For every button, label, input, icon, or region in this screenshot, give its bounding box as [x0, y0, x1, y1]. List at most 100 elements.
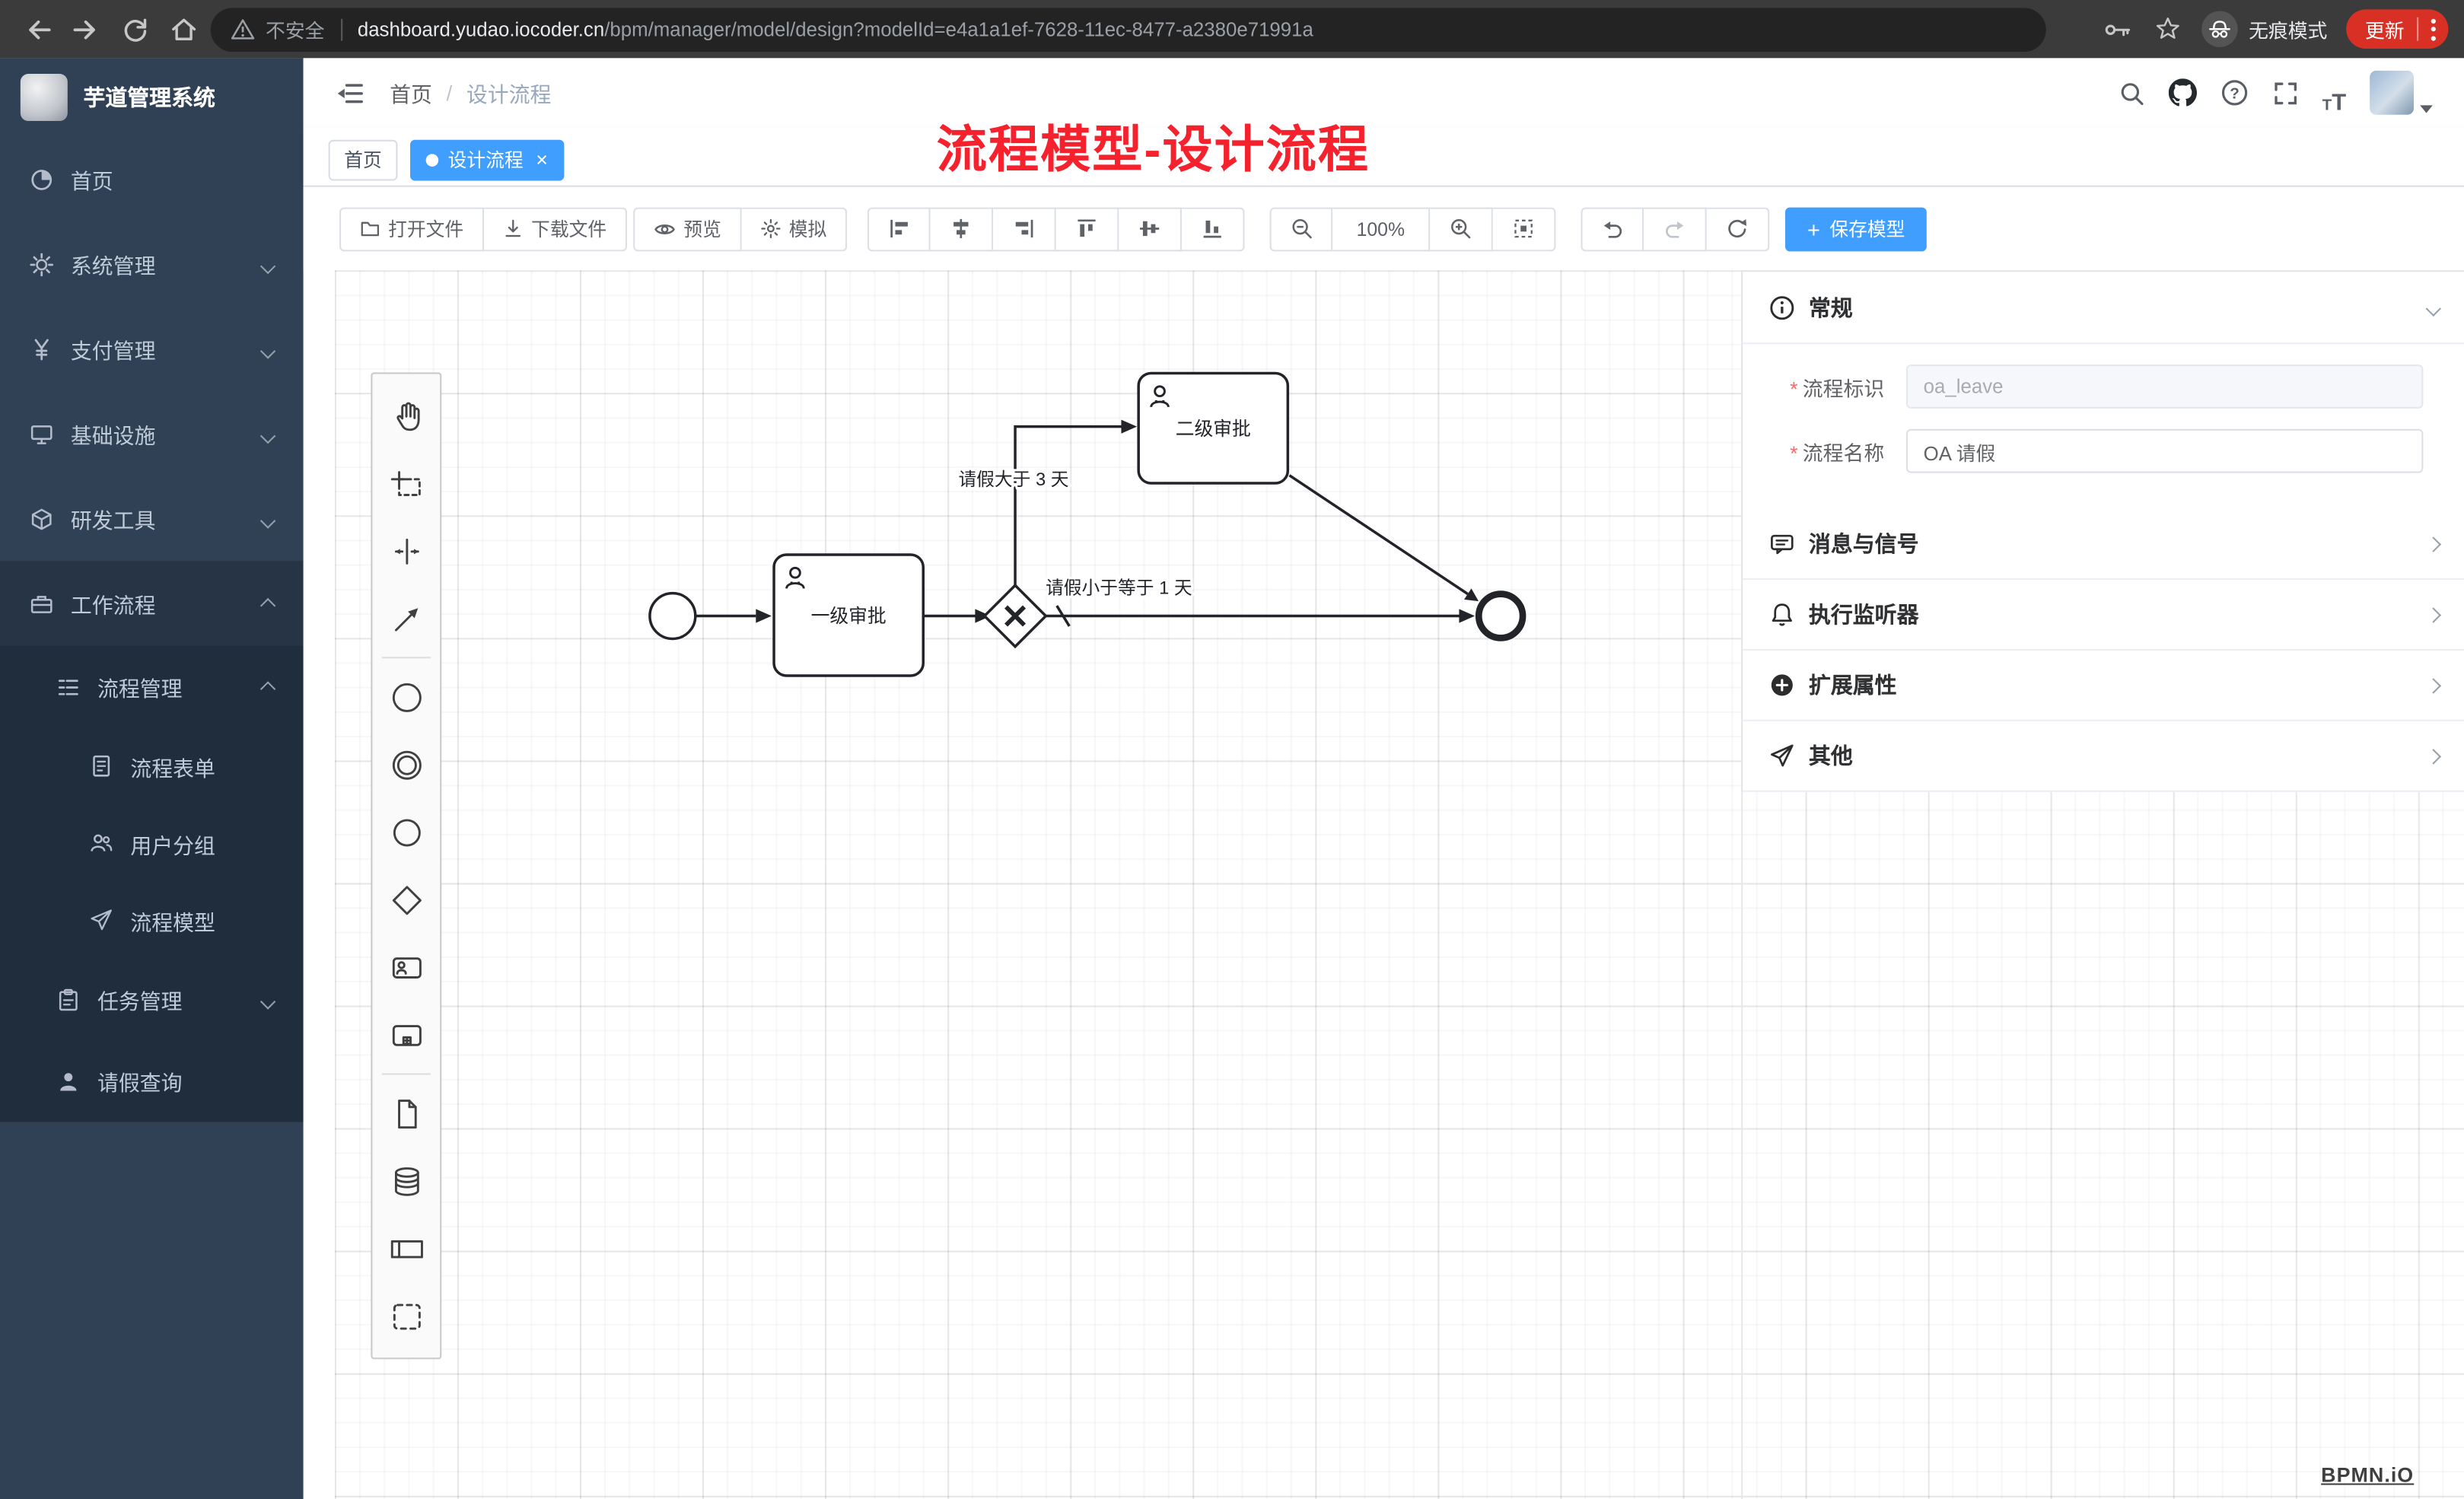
gear-icon [30, 252, 54, 276]
sidebar-item-leave-query[interactable]: 请假查询 [0, 1040, 304, 1122]
info-icon [1770, 295, 1794, 320]
preview-button[interactable]: 预览 [633, 206, 742, 251]
workflow-submenu: 流程管理 流程表单 用户分组 流程模型 任务管理 请假 [0, 645, 304, 1122]
search-icon[interactable] [2118, 71, 2144, 115]
tag-home[interactable]: 首页 [328, 138, 398, 180]
refresh-button[interactable] [1706, 206, 1770, 251]
process-name-input[interactable] [1905, 428, 2424, 473]
palette-space-tool[interactable] [372, 517, 440, 584]
download-icon [505, 219, 521, 237]
sidebar-item-infrastructure[interactable]: 基础设施 [0, 391, 304, 476]
svg-text:一级审批: 一级审批 [811, 606, 887, 627]
palette-data-object[interactable] [372, 1080, 440, 1147]
palette-hand-tool[interactable] [372, 382, 440, 450]
browser-back-button[interactable] [16, 8, 59, 50]
section-other[interactable]: 其他 [1743, 721, 2464, 792]
palette-intermediate-event[interactable] [372, 730, 440, 798]
sidebar-item-devtools[interactable]: 研发工具 [0, 476, 304, 562]
align-bottom-button[interactable] [1182, 206, 1245, 251]
sidebar-item-user-group[interactable]: 用户分组 [0, 804, 304, 882]
palette-user-task[interactable] [372, 934, 440, 1001]
sidebar-item-process-form[interactable]: 流程表单 [0, 727, 304, 805]
palette-data-store[interactable] [372, 1147, 440, 1215]
sidebar-item-task-management[interactable]: 任务管理 [0, 958, 304, 1041]
browser-forward-button[interactable] [65, 8, 107, 50]
palette-lasso-tool[interactable] [372, 450, 440, 517]
palette-gateway[interactable] [372, 866, 440, 934]
section-execution-listener[interactable]: 执行监听器 [1743, 580, 2464, 651]
bpmn-start-event[interactable] [648, 591, 697, 641]
sidebar-item-payment[interactable]: 支付管理 [0, 307, 304, 392]
browser-menu-icon[interactable] [2431, 18, 2436, 40]
download-file-button[interactable]: 下载文件 [484, 206, 628, 251]
palette-participant[interactable] [372, 1214, 440, 1282]
bpmn-io-watermark[interactable]: BPMN.iO [2321, 1462, 2415, 1487]
sidebar-item-process-management[interactable]: 流程管理 [0, 645, 304, 728]
close-icon[interactable]: × [536, 148, 548, 172]
browser-update-button[interactable]: 更新 [2346, 9, 2449, 49]
palette-global-connect-tool[interactable] [372, 584, 440, 652]
github-icon[interactable] [2168, 71, 2197, 115]
bookmark-star-icon[interactable] [2153, 7, 2182, 51]
bpmn-task-second-approval[interactable]: 二级审批 [1137, 371, 1290, 485]
undo-button[interactable] [1581, 206, 1644, 251]
palette-start-event[interactable] [372, 663, 440, 730]
browser-reload-button[interactable] [113, 8, 156, 50]
sidebar-item-process-model[interactable]: 流程模型 [0, 881, 304, 959]
bpmn-gateway-exclusive[interactable] [982, 583, 1048, 649]
sidebar-collapse-button[interactable] [335, 78, 365, 107]
palette-group[interactable] [372, 1282, 440, 1350]
tag-design-process[interactable]: 设计流程 × [410, 138, 564, 180]
sidebar-item-workflow[interactable]: 工作流程 [0, 561, 304, 646]
simulate-button[interactable]: 模拟 [741, 206, 848, 251]
flow-label-gt3[interactable]: 请假大于 3 天 [956, 467, 1071, 492]
zoom-in-button[interactable] [1430, 206, 1493, 251]
sidebar-item-system[interactable]: 系统管理 [0, 221, 304, 307]
section-message-signal[interactable]: 消息与信号 [1743, 509, 2464, 581]
palette-end-event[interactable] [372, 798, 440, 866]
section-extension-attributes[interactable]: 扩展属性 [1743, 651, 2464, 721]
bpmn-task-first-approval[interactable]: 一级审批 [772, 553, 925, 677]
section-general[interactable]: 常规 [1743, 272, 2464, 345]
align-center-horizontal-button[interactable] [930, 206, 994, 251]
url-host: dashboard.yudao.iocoder.cn [357, 18, 605, 40]
flow-label-le1[interactable]: 请假小于等于 1 天 [1043, 576, 1195, 601]
sidebar: 芋道管理系统 首页 系统管理 支付管理 基础设施 研发工具 工作流 [0, 58, 304, 1499]
bpmn-flow-task2-to-end[interactable] [1288, 474, 1479, 602]
document-icon [93, 755, 110, 777]
chevron-right-icon [2425, 600, 2442, 629]
bpmn-flow-gateway-to-task2[interactable] [1014, 419, 1138, 586]
align-right-button[interactable] [993, 206, 1056, 251]
browser-url-bar[interactable]: 不安全 dashboard.yudao.iocoder.cn/bpm/manag… [210, 7, 2046, 52]
align-left-button[interactable] [867, 206, 931, 251]
folder-icon [361, 221, 380, 237]
message-icon [1771, 534, 1794, 555]
breadcrumb-home[interactable]: 首页 [390, 83, 432, 107]
sidebar-item-home[interactable]: 首页 [0, 137, 304, 222]
password-key-icon[interactable] [2103, 7, 2134, 51]
active-tag-dot [425, 153, 439, 166]
bpmn-flow-start-to-task1[interactable] [695, 609, 772, 623]
align-center-vertical-button[interactable] [1119, 206, 1183, 251]
open-file-button[interactable]: 打开文件 [339, 206, 485, 251]
zoom-reset-button[interactable] [1492, 206, 1556, 251]
caret-down-icon [2420, 105, 2433, 113]
palette-subprocess[interactable] [372, 1001, 440, 1068]
bpmn-flow-gateway-to-end[interactable] [1046, 605, 1476, 627]
plus-circle-icon [1771, 674, 1793, 696]
help-icon[interactable]: ? [2220, 71, 2248, 115]
palette-separator [381, 657, 431, 659]
zoom-out-button[interactable] [1269, 206, 1333, 251]
browser-home-button[interactable] [162, 8, 205, 50]
align-top-button[interactable] [1055, 206, 1119, 251]
save-model-button[interactable]: + 保存模型 [1785, 206, 1928, 251]
user-avatar-dropdown[interactable] [2370, 70, 2433, 115]
bpmn-flow-task1-to-gateway[interactable] [923, 609, 992, 623]
fullscreen-icon[interactable] [2272, 71, 2299, 115]
process-key-input[interactable] [1905, 364, 2424, 409]
redo-button[interactable] [1644, 206, 1707, 251]
bpmn-end-event[interactable] [1475, 590, 1526, 641]
chevron-up-icon [259, 592, 276, 616]
avatar[interactable] [2370, 70, 2414, 115]
